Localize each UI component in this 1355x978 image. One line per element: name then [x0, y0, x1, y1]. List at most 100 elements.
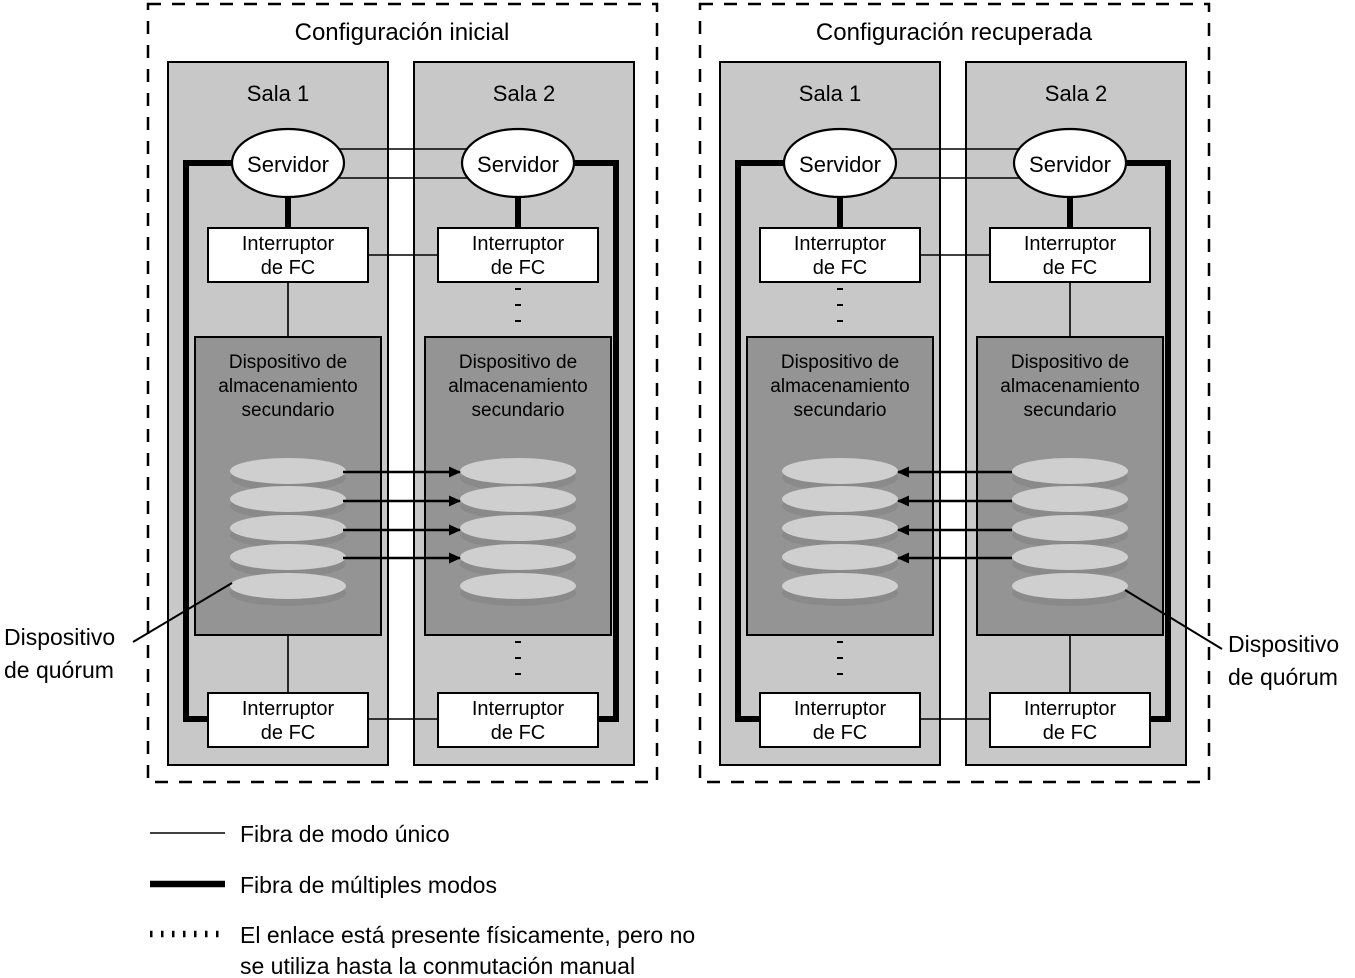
fc-switch-recovered-sala1-bottom — [759, 692, 921, 748]
storage-label-line1: Dispositivo de — [459, 352, 577, 373]
quorum-label-right-line2: de quórum — [1228, 664, 1338, 690]
legend-item-multi-mode: Fibra de múltiples modos — [150, 872, 497, 898]
legend-label-dotted-line1: El enlace está presente físicamente, per… — [240, 922, 695, 948]
disk-stack-recovered-sala1 — [782, 458, 898, 606]
storage-label-line2: almacenamiento — [770, 376, 909, 397]
disk-platter — [1012, 544, 1128, 577]
fc-switch-label-line1: Interruptor — [1024, 698, 1117, 720]
legend-item-single-mode: Fibra de modo único — [150, 821, 450, 847]
disk-platter — [230, 458, 346, 491]
fc-switch-label-line2: de FC — [261, 722, 315, 744]
disk-stack-recovered-sala2 — [1012, 458, 1128, 606]
panel-dashed-border-recovered — [698, 2, 1211, 784]
quorum-leader-line-left — [132, 582, 233, 643]
quorum-callout-right: Dispositivo de quórum — [1124, 589, 1339, 690]
quorum-label-left-line1: Dispositivo — [4, 624, 115, 650]
disk-platter — [782, 458, 898, 491]
multimode-fiber-recovered-sala2 — [1114, 160, 1171, 722]
storage-label-line3: secundario — [1024, 400, 1117, 421]
disk-platter — [782, 573, 898, 606]
fc-switch-recovered-sala1-top — [759, 227, 921, 283]
quorum-label-left-line2: de quórum — [4, 657, 114, 683]
legend-label-single-mode: Fibra de modo único — [240, 821, 450, 847]
disk-platter — [230, 486, 346, 519]
disk-platter — [1012, 486, 1128, 519]
server-label-recovered-sala2: Servidor — [1029, 152, 1111, 177]
fc-switch-label-line2: de FC — [1043, 257, 1097, 279]
server-node-initial-sala2 — [460, 127, 576, 199]
fc-switch-initial-sala2-bottom — [437, 692, 599, 748]
panel-recovered: Configuración recuperada Sala 1 Sala 2 S… — [698, 2, 1211, 784]
disk-platter — [782, 486, 898, 519]
disk-platter — [230, 515, 346, 548]
server-node-initial-sala1 — [230, 127, 346, 199]
server-node-recovered-sala2 — [1012, 127, 1128, 199]
room-label-recovered-sala1: Sala 1 — [799, 81, 861, 106]
room-label-initial-sala1: Sala 1 — [247, 81, 309, 106]
storage-label-line3: secundario — [242, 400, 335, 421]
storage-label-line2: almacenamiento — [1000, 376, 1139, 397]
fc-switch-label-line1: Interruptor — [1024, 233, 1117, 255]
storage-label-line1: Dispositivo de — [781, 352, 899, 373]
storage-label-line2: almacenamiento — [218, 376, 357, 397]
disk-stack-initial-sala2 — [460, 458, 576, 606]
fc-switch-label-line2: de FC — [491, 257, 545, 279]
storage-label-line3: secundario — [472, 400, 565, 421]
room-label-recovered-sala2: Sala 2 — [1045, 81, 1107, 106]
server-label-recovered-sala1: Servidor — [799, 152, 881, 177]
server-label-initial-sala1: Servidor — [247, 152, 329, 177]
fc-switch-label-line2: de FC — [1043, 722, 1097, 744]
storage-label-line2: almacenamiento — [448, 376, 587, 397]
room-label-initial-sala2: Sala 2 — [493, 81, 555, 106]
fc-switch-initial-sala1-bottom — [207, 692, 369, 748]
disk-platter — [460, 544, 576, 577]
fc-switch-label-line1: Interruptor — [242, 233, 335, 255]
fc-switch-label-line1: Interruptor — [794, 233, 887, 255]
legend-item-dotted: El enlace está presente físicamente, per… — [150, 922, 695, 978]
fc-switch-label-line1: Interruptor — [794, 698, 887, 720]
legend-label-multi-mode: Fibra de múltiples modos — [240, 872, 497, 898]
quorum-label-right-line1: Dispositivo — [1228, 631, 1339, 657]
disk-platter — [230, 573, 346, 606]
storage-label-line1: Dispositivo de — [229, 352, 347, 373]
panel-title-recovered: Configuración recuperada — [816, 19, 1093, 46]
fc-switch-label-line2: de FC — [261, 257, 315, 279]
server-label-initial-sala2: Servidor — [477, 152, 559, 177]
disk-platter — [460, 573, 576, 606]
fc-switch-label-line1: Interruptor — [472, 698, 565, 720]
fc-switch-label-line1: Interruptor — [242, 698, 335, 720]
storage-label-line1: Dispositivo de — [1011, 352, 1129, 373]
legend: Fibra de modo único Fibra de múltiples m… — [150, 821, 695, 978]
fc-switch-label-line2: de FC — [813, 257, 867, 279]
storage-label-line3: secundario — [794, 400, 887, 421]
server-node-recovered-sala1 — [782, 127, 898, 199]
fc-switch-label-line2: de FC — [491, 722, 545, 744]
fc-switch-label-line1: Interruptor — [472, 233, 565, 255]
disk-platter — [460, 458, 576, 491]
fc-switch-recovered-sala2-top — [989, 227, 1151, 283]
multimode-fiber-recovered-sala1 — [735, 160, 790, 722]
fc-switch-initial-sala1-top — [207, 227, 369, 283]
fc-switch-initial-sala2-top — [437, 227, 599, 283]
panel-title-initial: Configuración inicial — [295, 19, 510, 46]
fc-switch-recovered-sala2-bottom — [989, 692, 1151, 748]
legend-label-dotted-line2: se utiliza hasta la conmutación manual — [240, 953, 635, 978]
disk-platter — [782, 544, 898, 577]
fc-switch-label-line2: de FC — [813, 722, 867, 744]
disk-platter — [782, 515, 898, 548]
disk-platter — [460, 515, 576, 548]
panel-dashed-border-initial — [146, 2, 659, 784]
quorum-leader-line-right — [1124, 589, 1223, 650]
disk-platter — [1012, 573, 1128, 606]
disk-platter — [1012, 458, 1128, 491]
disk-stack-initial-sala1 — [230, 458, 346, 606]
disk-platter — [230, 544, 346, 577]
multimode-fiber-initial-sala2 — [562, 160, 619, 722]
replication-arrows-initial — [343, 466, 461, 564]
disk-platter — [1012, 515, 1128, 548]
replication-arrows-recovered — [897, 466, 1012, 564]
disk-platter — [460, 486, 576, 519]
panel-initial: Configuración inicial Sala 1 Sala 2 Serv… — [146, 2, 659, 784]
